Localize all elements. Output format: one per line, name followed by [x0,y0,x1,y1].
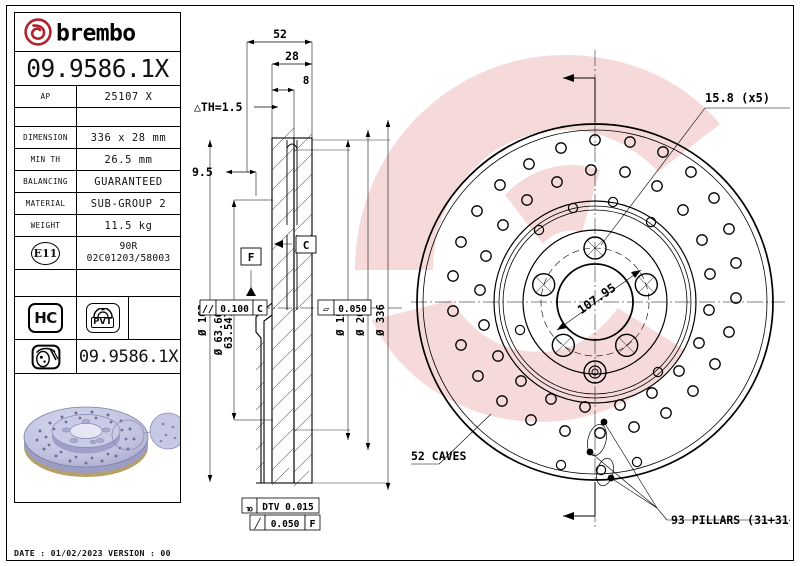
disc-glyph-icon [15,340,77,373]
homologation-code: 90R 02C01203/58003 [77,237,180,269]
tol-runout-datum: F [309,519,315,530]
spec-value-blank [77,108,180,126]
tol-dtv-symbol: ⏨ [246,502,253,513]
section-view: 52 28 8 △TH=1.5 9.5 Ø 163 Ø 63.660 63.54… [190,20,420,545]
tol-flatness-value: 0.050 [338,304,367,315]
spec-label-ap: AP [15,86,77,107]
dia-63660: Ø 63.660 [213,305,225,357]
dia-336: Ø 336 [375,304,387,337]
tol-parallelism-datum: C [257,304,263,315]
spec-row-dimension: DIMENSION 336 x 28 mm [15,127,180,149]
tol-parallelism-value: 0.100 [220,304,249,315]
spec-row-ap: AP 25107 X [15,86,180,108]
e11-mark-icon: E11 [15,237,77,269]
homologation-line2: 02C01203/58003 [86,253,171,264]
spec-value-material: SUB-GROUP 2 [90,197,167,210]
dim-28: 28 [285,49,299,63]
disc-3d-render [15,374,180,502]
spec-label-balancing: BALANCING [15,171,77,192]
empty-cell-right [77,270,180,296]
title-block: brembo 09.9586.1X AP 25107 X DIMENSION 3… [14,12,181,503]
e11-text: E11 [33,246,58,260]
svg-text:brembo: brembo [56,21,135,47]
spec-row-minth: MIN TH 26.5 mm [15,149,180,171]
empty-row [15,270,180,297]
part-number-repeat-row: 09.9586.1X [15,340,180,374]
homologation-line1: 90R [119,241,138,253]
dim-8: 8 [303,74,310,87]
spec-row-blank [15,108,180,127]
dim-delta-th: △TH=1.5 [194,100,243,114]
hc-badge-cell: HC [15,297,77,339]
tol-flatness-symbol: ▱ [323,304,329,315]
tol-runout-symbol: ╱ [253,517,261,530]
empty-cell-left [15,270,77,296]
spec-value-weight: 11.5 kg [104,219,153,232]
part-number-repeat-text: 09.9586.1X [78,346,179,367]
pvt-text: PVT [91,316,114,328]
dia-63547: 63.547 [223,311,235,349]
spec-value-ap: 25107 X [104,90,153,103]
pcd-label: 107.95 [575,281,619,317]
spec-label-weight: WEIGHT [15,215,77,236]
spec-label-material: MATERIAL [15,193,77,214]
datum-f: F [248,251,255,264]
tol-parallelism-symbol: // [202,304,214,315]
pvt-badge-icon: PVT [85,303,120,333]
dim-9-5: 9.5 [192,165,213,179]
part-number-text: 09.9586.1X [26,54,169,83]
spec-value-minth: 26.5 mm [104,153,153,166]
pvt-badge-cell: PVT [77,297,129,339]
spec-value-balancing: GUARANTEED [94,175,163,188]
caves-note: 52 CAVES [411,449,466,463]
bolt-hole-note: 15.8 (x5) [705,91,770,105]
spec-value-dimension: 336 x 28 mm [90,131,167,144]
pillars-note: 93 PILLARS (31+31+31) [671,513,790,527]
face-view: 15.8 (x5) 52 CAVES 93 PILLARS (31+31+31)… [405,30,800,550]
spec-row-material: MATERIAL SUB-GROUP 2 [15,193,180,215]
spec-label-minth: MIN TH [15,149,77,170]
tol-dtv-value: DTV 0.015 [262,502,314,513]
datum-c: C [303,239,310,252]
part-number-header: 09.9586.1X [15,52,180,86]
drawing-frame [6,5,794,561]
hc-text: HC [34,309,57,327]
spec-label-blank [15,108,77,126]
homologation-row: E11 90R 02C01203/58003 [15,237,180,270]
dim-52: 52 [273,27,287,41]
spec-row-balancing: BALANCING GUARANTEED [15,171,180,193]
badge-row: HC PVT [15,297,180,340]
badge-spare-cell [129,297,180,339]
brembo-logo: brembo [15,13,180,52]
date-footer: DATE : 01/02/2023 VERSION : 00 [14,548,171,558]
spec-label-dimension: DIMENSION [15,127,77,148]
spec-row-weight: WEIGHT 11.5 kg [15,215,180,237]
tol-runout-value: 0.050 [271,519,300,530]
